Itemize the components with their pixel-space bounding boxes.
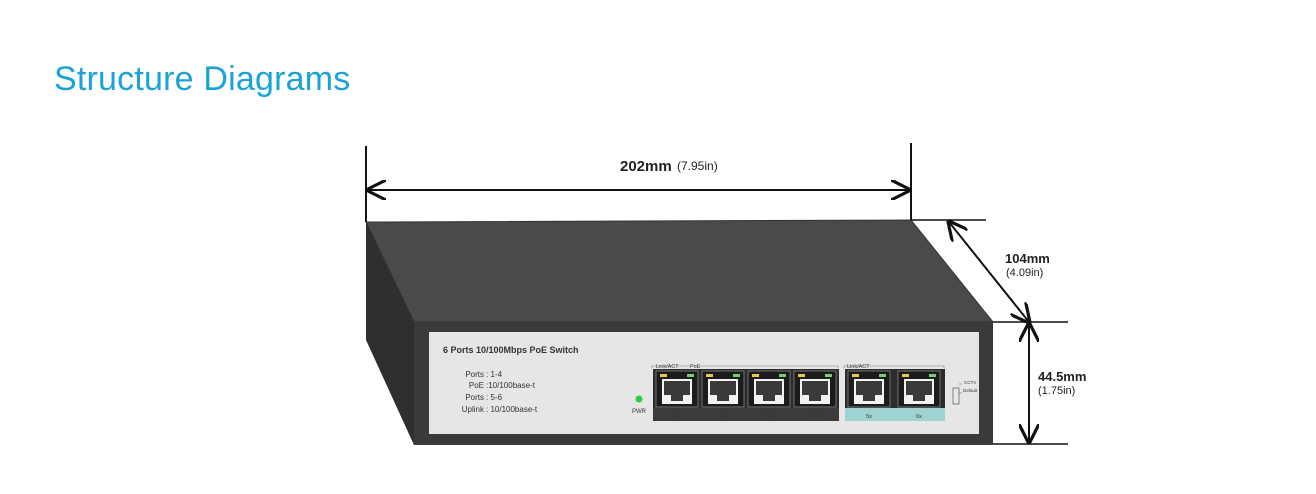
depth-mm-label: 104mm [1005,251,1050,266]
port-led-green [879,374,886,377]
port-contacts [756,381,782,395]
width-dimension: 202mm (7.95in) [365,143,912,222]
port-led-green [733,374,740,377]
spec-value-4: : 10/100base-t [486,405,538,414]
port-led-green [929,374,936,377]
port-label-5: 5x [866,414,872,420]
group2-linkact-label: Link/ACT [847,364,870,370]
port-led-amber [706,374,713,377]
port-clip-slot [913,395,925,401]
model-label: 6 Ports 10/100Mbps PoE Switch [443,345,579,355]
port-label-6: 6x [916,414,922,420]
depth-in-label: (4.09in) [1006,267,1043,279]
spec-value-2: :10/100base-t [486,381,536,390]
port-label-1: 1x [674,414,680,420]
port-clip-slot [863,395,875,401]
mode-switch-leaders [959,383,962,394]
rj45-port-icon[interactable] [897,370,941,408]
port-contacts [856,381,882,395]
port-led-amber [660,374,667,377]
port-clip-slot [763,395,775,401]
port-led-amber [798,374,805,377]
poe-port-strip [653,408,839,421]
height-dimension: 44.5mm (1.75in) [993,324,1086,445]
uplink-port-group: Link/ACT 5x 6x [843,364,945,421]
port-clip-slot [717,395,729,401]
port-label-4: 4x [812,414,818,420]
spec-value-1: : 1-4 [486,370,503,379]
port-led-green [687,374,694,377]
group1-linkact-label: Link/ACT [656,364,679,370]
port-led-amber [902,374,909,377]
port-led-green [825,374,832,377]
port-contacts [664,381,690,395]
rj45-port-icon[interactable] [655,370,699,408]
page-title: Structure Diagrams [54,60,351,98]
spec-list: Ports : 1-4 PoE :10/100base-t Ports : 5-… [462,370,538,414]
spec-label-2: PoE [469,381,484,390]
port-contacts [906,381,932,395]
spec-label-4: Uplink [462,405,485,414]
mode-switch: CCTV Default [952,380,978,405]
height-mm-label: 44.5mm [1038,369,1086,384]
pwr-led-icon [635,395,643,403]
uplink-port-strip [845,408,945,421]
front-faceplate: 6 Ports 10/100Mbps PoE Switch Ports : 1-… [429,332,979,434]
port-led-green [779,374,786,377]
rj45-port-icon[interactable] [701,370,745,408]
port-contacts [802,381,828,395]
chassis-side [366,222,414,445]
spec-value-3: : 5-6 [486,393,503,402]
poe-port-group: Link/ACT PoE 1x 2x 3x 4x [651,364,839,421]
switch-label-default: Default [963,388,978,393]
port-led-amber [752,374,759,377]
port-clip-slot [809,395,821,401]
rj45-port-icon[interactable] [747,370,791,408]
port-label-2: 2x [720,414,726,420]
width-in-label: (7.95in) [677,159,718,173]
spec-label-3: Ports [465,393,484,402]
group2-bracket [843,365,945,368]
rj45-port-icon[interactable] [847,370,891,408]
height-in-label: (1.75in) [1038,385,1075,397]
port-label-3: 3x [766,414,772,420]
spec-label-1: Ports [465,370,484,379]
depth-dimension: 104mm (4.09in) [911,220,1068,322]
port-contacts [710,381,736,395]
width-mm-label: 202mm [620,158,672,175]
mode-switch-slot [952,387,960,405]
chassis-top [365,219,995,323]
group1-poe-label: PoE [690,364,701,370]
depth-arrow [949,222,1029,322]
rj45-port-icon[interactable] [793,370,837,408]
pwr-label: PWR [632,409,647,415]
group1-bracket [651,365,839,368]
port-led-amber [852,374,859,377]
port-clip-slot [671,395,683,401]
switch-label-cctv: CCTV [964,380,976,385]
